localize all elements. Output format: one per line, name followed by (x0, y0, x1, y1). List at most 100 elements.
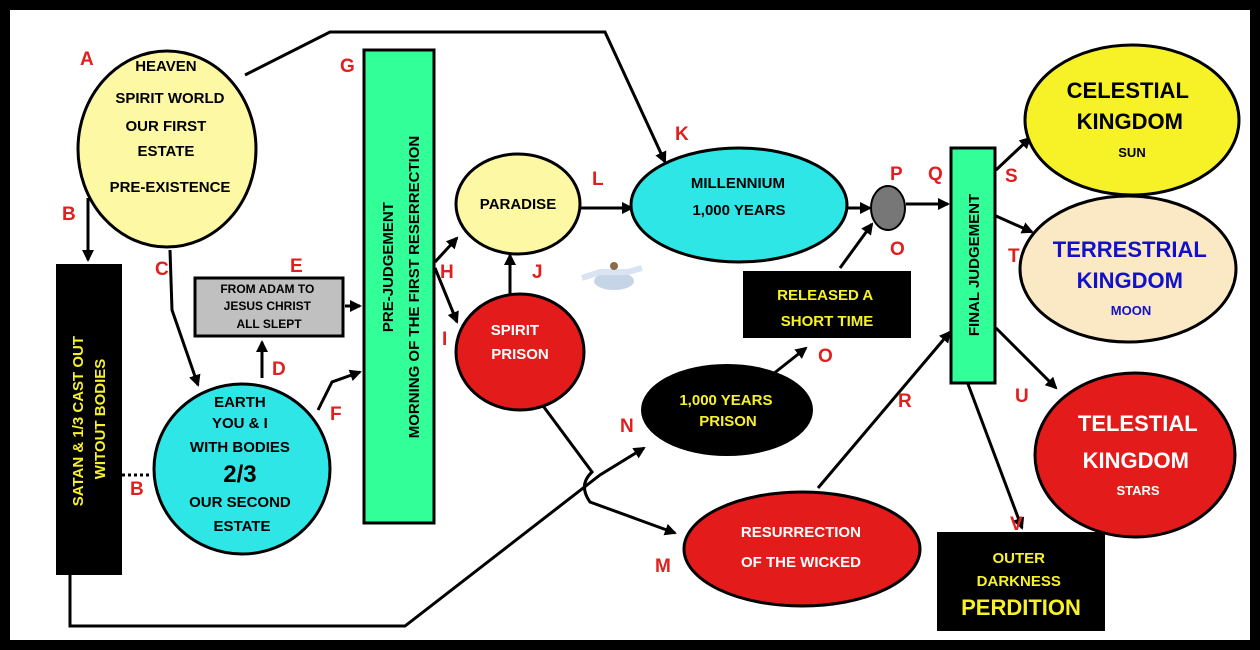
letter-v: V (1010, 514, 1023, 535)
outer-line-2: DARKNESS (977, 573, 1061, 590)
spirit-prison-node: SPIRIT PRISON (454, 292, 586, 412)
arrow-final-to-celestial (994, 136, 1032, 172)
arrow-prejudgement-to-paradise (433, 236, 459, 264)
letter-o-bottom: O (818, 346, 833, 367)
arrow-final-to-telestial (994, 326, 1058, 390)
earth-line-4: 2/3 (223, 461, 256, 488)
letter-a: A (80, 49, 94, 70)
prison1000-line-1: 1,000 YEARS (679, 392, 772, 409)
released-node: RELEASED A SHORT TIME (743, 271, 911, 338)
terrestrial-node: TERRESTRIAL KINGDOM MOON (1018, 194, 1238, 344)
earth-line-3: WITH BODIES (190, 439, 290, 456)
adam-line-3: ALL SLEPT (236, 317, 302, 331)
satan-line-1: SATAN & 1/3 CAST OUT (70, 336, 87, 506)
celestial-node: CELESTIAL KINGDOM SUN (1023, 43, 1241, 197)
telestial-line-3: STARS (1116, 483, 1159, 498)
outer-line-3: PERDITION (961, 595, 1081, 620)
heaven-line-3: OUR FIRST (125, 118, 206, 135)
millennium-line-2: 1,000 YEARS (692, 202, 785, 219)
person-figure (581, 262, 643, 290)
arrow-released-to-gray (838, 222, 874, 269)
heaven-circle (76, 49, 258, 249)
svg-text:TELESTIAL KINGDOM: TELESTIAL KINGDOM STARS (1078, 411, 1202, 498)
heaven-node: HEAVEN SPIRIT WORLD OUR FIRST ESTATE PRE… (76, 49, 258, 249)
prejudgement-line-2: MORNING OF THE FIRST RESERRECTION (406, 136, 423, 439)
telestial-ellipse (1033, 371, 1237, 539)
arrow-heaven-to-millennium (244, 30, 667, 164)
letter-l: L (592, 169, 604, 190)
svg-text:MILLENNIUM 1,000 YEARS: MILLENNIUM 1,000 YEARS (691, 175, 789, 219)
earth-line-1: EARTH (214, 394, 266, 411)
prejudgement-box (362, 48, 436, 525)
millennium-ellipse (629, 146, 849, 264)
terrestrial-line-1: TERRESTRIAL (1053, 237, 1207, 262)
terrestrial-ellipse (1018, 194, 1238, 344)
svg-text:1,000 YEARS PRISON: 1,000 YEARS PRISON (679, 392, 776, 430)
celestial-line-2: KINGDOM (1077, 109, 1183, 134)
svg-text:PRE-JUDGEMENT MORNING OF: PRE-JUDGEMENT MORNING OF THE FIRST RESER… (380, 136, 423, 439)
telestial-line-1: TELESTIAL (1078, 411, 1198, 436)
arrow-wicked-to-final (816, 330, 952, 489)
earth-line-6: ESTATE (214, 518, 271, 535)
letter-p: P (890, 164, 903, 185)
arrow-prejudgement-to-prison (433, 267, 459, 324)
letter-h: H (440, 262, 454, 283)
letter-i: I (442, 329, 447, 350)
adam-line-1: FROM ADAM TO (220, 282, 314, 296)
letter-u: U (1015, 386, 1029, 407)
adam-node: FROM ADAM TO JESUS CHRIST ALL SLEPT (193, 276, 345, 338)
svg-text:HEAVEN SPIRIT WORLD: HEAVEN SPIRIT WORLD OUR FIRST ESTATE PRE… (110, 58, 231, 196)
wicked-ellipse (682, 490, 922, 608)
outer-line-1: OUTER (993, 550, 1046, 567)
plan-of-salvation-diagram: HEAVEN SPIRIT WORLD OUR FIRST ESTATE PRE… (56, 30, 1241, 631)
svg-text:TERRESTRIAL KINGDOM: TERRESTRIAL KINGDOM MOON (1053, 237, 1211, 318)
final-judgement-label: FINAL JUDGEMENT (966, 194, 983, 336)
prejudgement-node: PRE-JUDGEMENT MORNING OF THE FIRST RESER… (362, 48, 436, 525)
letter-t: T (1008, 246, 1020, 267)
spirit-prison-circle (454, 292, 586, 412)
letter-m: M (655, 556, 671, 577)
letter-q: Q (928, 164, 943, 185)
gray-junction (870, 185, 906, 231)
heaven-line-5: PRE-EXISTENCE (110, 179, 231, 196)
letter-e: E (290, 256, 303, 277)
heaven-line-4: ESTATE (137, 143, 194, 160)
millennium-node: MILLENNIUM 1,000 YEARS (629, 146, 849, 264)
wicked-line-2: OF THE WICKED (741, 554, 861, 571)
letter-g: G (340, 56, 355, 77)
terrestrial-line-2: KINGDOM (1077, 268, 1183, 293)
paradise-node: PARADISE (454, 152, 582, 256)
svg-text:OUTER DARKNESS PER: OUTER DARKNESS PERDITION (961, 550, 1081, 620)
letter-o-top: O (890, 239, 905, 260)
wicked-node: RESURRECTION OF THE WICKED (682, 490, 922, 608)
letter-r: R (898, 391, 912, 412)
paradise-ellipse (454, 152, 582, 256)
spirit-prison-line-2: PRISON (491, 346, 549, 363)
person-head (610, 262, 618, 270)
letter-s: S (1005, 166, 1018, 187)
arrow-final-to-outer (966, 383, 1025, 530)
millennium-line-1: MILLENNIUM (691, 175, 785, 192)
outer-darkness-node: OUTER DARKNESS PERDITION (937, 532, 1105, 631)
released-line-1: RELEASED A (777, 287, 873, 304)
telestial-node: TELESTIAL KINGDOM STARS (1033, 371, 1237, 539)
person-robe (594, 272, 634, 290)
satan-line-2: WITOUT BODIES (92, 359, 109, 480)
person-arms (581, 265, 643, 281)
letter-d: D (272, 359, 286, 380)
arrow-earth-to-prejudgement (316, 369, 362, 411)
letter-k: K (675, 124, 689, 145)
letter-markers: A B B C D E F G H I J K L M N O O P Q R … (62, 49, 1029, 577)
svg-text:CELESTIAL KINGDOM: CELESTIAL KINGDOM SUN (1067, 78, 1194, 160)
wicked-line-1: RESURRECTION (741, 524, 861, 541)
spirit-prison-line-1: SPIRIT (491, 322, 539, 339)
letter-c: C (155, 259, 169, 280)
heaven-line-1: HEAVEN (135, 58, 196, 75)
letter-b-bottom: B (130, 479, 144, 500)
prison1000-node: 1,000 YEARS PRISON (641, 364, 813, 456)
final-judgement-box (949, 146, 997, 385)
heaven-line-2: SPIRIT WORLD (115, 90, 224, 107)
prison1000-ellipse (641, 364, 813, 456)
released-box (743, 271, 911, 338)
arrow-satan-to-prison1000 (68, 446, 646, 628)
